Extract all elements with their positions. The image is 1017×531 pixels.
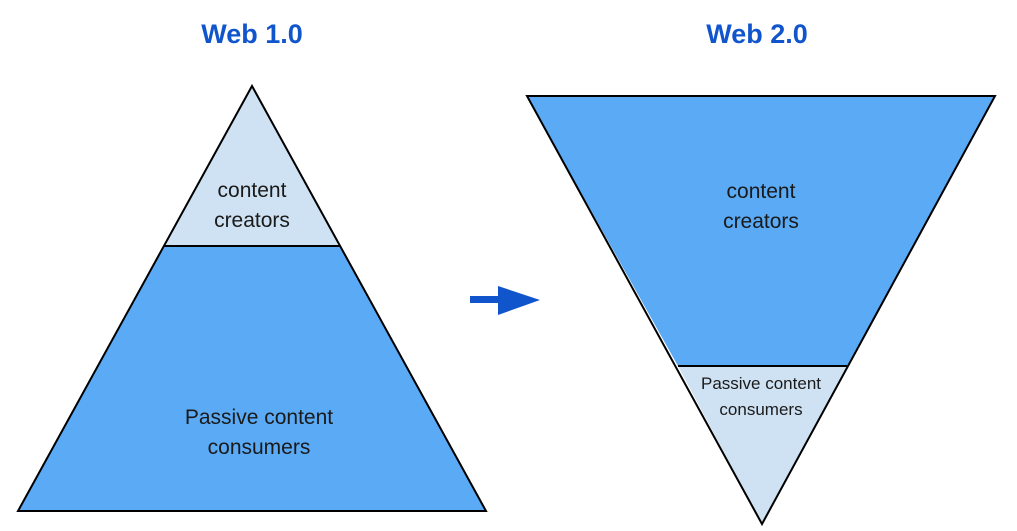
web2-triangle-outline — [525, 95, 997, 527]
web1-creators-line1: content — [218, 179, 287, 202]
web1-creators-line2: creators — [214, 209, 290, 232]
web2-creators-section — [527, 96, 995, 366]
web2-consumers-line1: Passive content — [701, 374, 821, 393]
web2-consumers-line2: consumers — [719, 400, 802, 419]
web2-consumers-section — [678, 366, 847, 524]
arrow-right-icon — [470, 286, 540, 315]
web1-title: Web 1.0 — [201, 19, 303, 49]
web2-title: Web 2.0 — [706, 19, 808, 49]
web1-creators-section — [164, 86, 340, 246]
web2-creators-line1: content — [727, 180, 796, 203]
web1-consumers-section — [18, 246, 486, 511]
web1-consumers-line1: Passive content — [185, 406, 333, 429]
web1-triangle-outline — [16, 83, 488, 512]
web1-consumers-line2: consumers — [208, 436, 311, 459]
web2-creators-line2: creators — [723, 210, 799, 233]
